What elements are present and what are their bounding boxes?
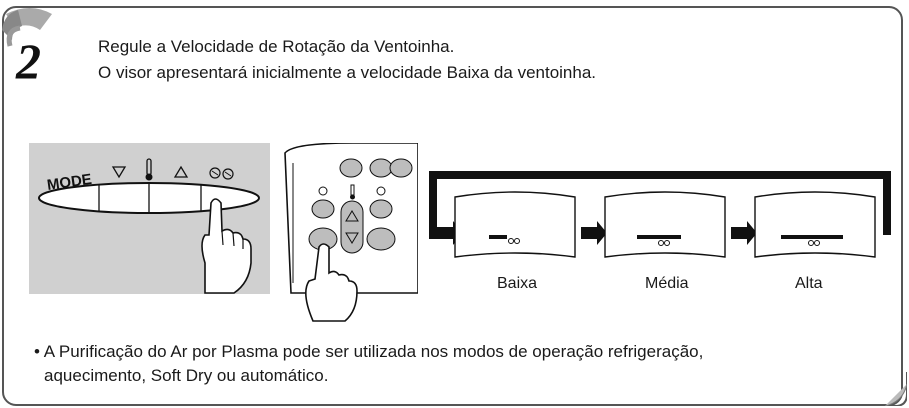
triangle-down-icon bbox=[111, 166, 127, 179]
temperature-rocker[interactable] bbox=[340, 200, 364, 254]
remote-control-illustration bbox=[284, 143, 418, 322]
thermometer-icon bbox=[350, 184, 355, 200]
thermometer-icon bbox=[145, 158, 153, 181]
step-badge: 2 bbox=[2, 8, 52, 89]
display-medium bbox=[604, 191, 726, 258]
footnote-line-1: • A Purificação do Ar por Plasma pode se… bbox=[34, 342, 704, 361]
indoor-control-panel: MODE bbox=[29, 143, 270, 294]
power-icon bbox=[376, 186, 386, 196]
control-panel-illustration: MODE bbox=[38, 158, 260, 294]
timer-button[interactable] bbox=[311, 199, 335, 219]
intro-line-1: Regule a Velocidade de Rotação da Ventoi… bbox=[98, 37, 455, 56]
footnote-line-2: aquecimento, Soft Dry ou automático. bbox=[44, 366, 329, 385]
step-number: 2 bbox=[15, 33, 41, 89]
display-low bbox=[454, 191, 576, 258]
hand-pointer-icon bbox=[305, 243, 358, 322]
hand-pointer-icon bbox=[201, 198, 252, 294]
label-high: Alta bbox=[795, 275, 823, 292]
arrow-right-icon bbox=[581, 221, 607, 245]
arrow-right-icon bbox=[731, 221, 757, 245]
fan-speed-icon bbox=[209, 167, 234, 180]
triangle-up-icon bbox=[173, 165, 189, 178]
page-corner-decoration bbox=[873, 372, 907, 406]
power-button[interactable] bbox=[369, 199, 393, 219]
display-sequence bbox=[429, 171, 891, 258]
timer-icon bbox=[318, 186, 328, 196]
display-high bbox=[754, 191, 876, 258]
step-number-icon bbox=[2, 8, 52, 47]
label-low: Baixa bbox=[497, 275, 538, 292]
intro-text: Regule a Velocidade de Rotação da Ventoi… bbox=[98, 34, 596, 86]
plasma-footnote: • A Purificação do Ar por Plasma pode se… bbox=[34, 340, 854, 388]
label-medium: Média bbox=[645, 275, 689, 292]
intro-line-2: O visor apresentará inicialmente a veloc… bbox=[98, 63, 597, 82]
